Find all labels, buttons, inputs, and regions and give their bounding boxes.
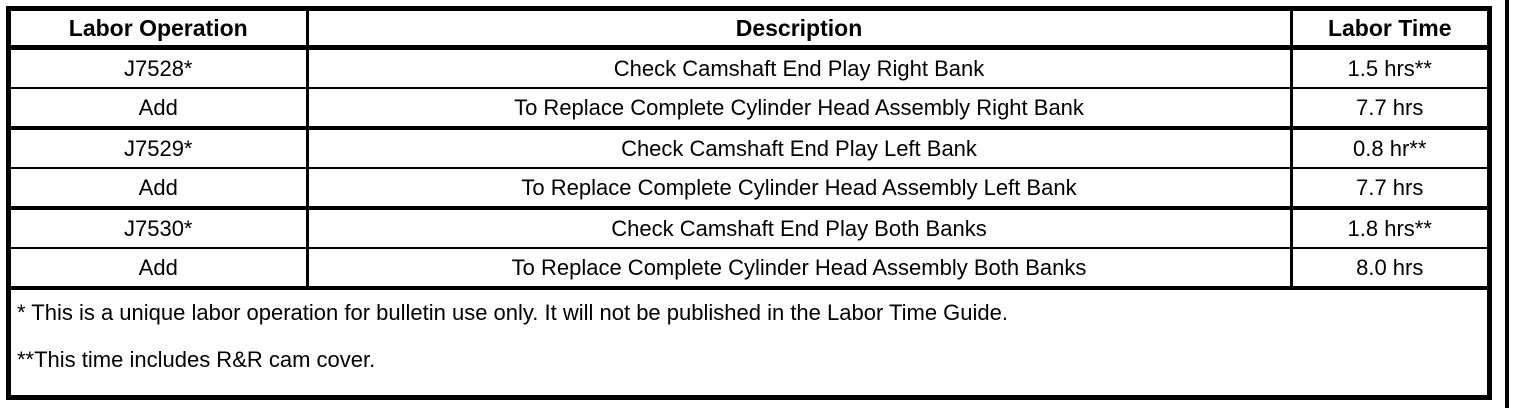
right-margin-rule <box>1505 0 1509 408</box>
footnote-single-asterisk: * This is a unique labor operation for b… <box>11 288 1487 336</box>
cell-labor-operation: J7528* <box>11 47 307 89</box>
column-header-labor-operation: Labor Operation <box>11 11 307 50</box>
cell-description: Check Camshaft End Play Left Bank <box>305 128 1291 169</box>
table-row: Add To Replace Complete Cylinder Head As… <box>11 248 1487 290</box>
footnote-double-asterisk: **This time includes R&R cam cover. <box>11 336 1487 384</box>
column-header-description: Description <box>305 11 1291 50</box>
footnote-row: * This is a unique labor operation for b… <box>11 288 1487 336</box>
table-row: Add To Replace Complete Cylinder Head As… <box>11 168 1487 210</box>
cell-labor-time: 1.5 hrs** <box>1289 47 1487 89</box>
cell-labor-operation: J7530* <box>11 208 307 249</box>
table-header-row: Labor Operation Description Labor Time <box>11 11 1487 50</box>
table-body: J7528* Check Camshaft End Play Right Ban… <box>11 47 1487 384</box>
table-row: J7530* Check Camshaft End Play Both Bank… <box>11 208 1487 249</box>
cell-labor-operation: Add <box>11 88 307 130</box>
cell-description: Check Camshaft End Play Right Bank <box>305 47 1291 89</box>
cell-labor-time: 8.0 hrs <box>1289 248 1487 290</box>
cell-labor-operation: Add <box>11 248 307 290</box>
cell-description: To Replace Complete Cylinder Head Assemb… <box>305 88 1291 130</box>
cell-description: To Replace Complete Cylinder Head Assemb… <box>305 168 1291 210</box>
labor-table: Labor Operation Description Labor Time J… <box>11 11 1487 384</box>
footnote-row: **This time includes R&R cam cover. <box>11 336 1487 384</box>
labor-operation-table: Labor Operation Description Labor Time J… <box>6 6 1492 400</box>
column-header-labor-time: Labor Time <box>1289 11 1487 50</box>
cell-labor-time: 1.8 hrs** <box>1289 208 1487 249</box>
cell-labor-time: 0.8 hr** <box>1289 128 1487 169</box>
table-header: Labor Operation Description Labor Time <box>11 11 1487 50</box>
cell-labor-operation: J7529* <box>11 128 307 169</box>
table-row: J7529* Check Camshaft End Play Left Bank… <box>11 128 1487 169</box>
cell-labor-time: 7.7 hrs <box>1289 88 1487 130</box>
table-row: Add To Replace Complete Cylinder Head As… <box>11 88 1487 130</box>
table-row: J7528* Check Camshaft End Play Right Ban… <box>11 47 1487 89</box>
cell-description: To Replace Complete Cylinder Head Assemb… <box>305 248 1291 290</box>
cell-description: Check Camshaft End Play Both Banks <box>305 208 1291 249</box>
cell-labor-operation: Add <box>11 168 307 210</box>
cell-labor-time: 7.7 hrs <box>1289 168 1487 210</box>
